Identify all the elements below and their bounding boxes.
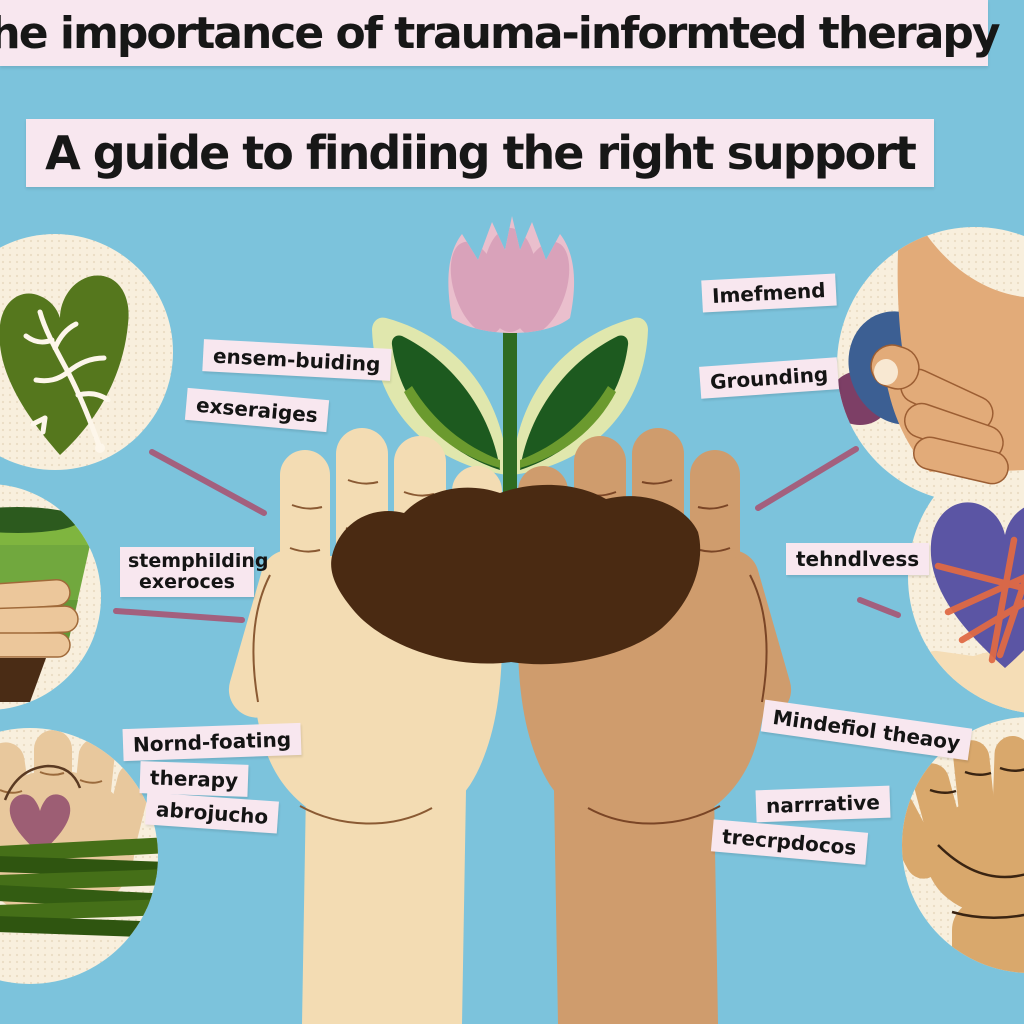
title-line-1: he importance of trauma-informted therap… (0, 0, 1001, 66)
plant-pot-icon (0, 507, 98, 702)
flower-petals-inner (450, 228, 570, 333)
open-palm-icon (902, 736, 1024, 973)
yarn-wraps (0, 837, 158, 938)
label-hand-floating-therapy-1: Nornd-foating (122, 722, 302, 762)
label-strength-building: stemphilding exeroces (120, 547, 268, 597)
title-line-2: A guide to findiing the right support (26, 119, 934, 187)
title-line-1-text: he importance of trauma-informted therap… (0, 7, 1001, 59)
label-strength-building-line2: exeroces (139, 570, 235, 593)
label-narrative: narrrative (755, 785, 891, 823)
title-line-2-text: A guide to findiing the right support (45, 126, 917, 180)
label-hand-floating-therapy-2: therapy (139, 761, 249, 797)
connector-lines (113, 446, 901, 623)
heart-leaf-icon (0, 275, 129, 455)
soil-mound (331, 484, 701, 665)
yarn-wrapped-hand-heart-icon (0, 730, 158, 938)
flower-stem (503, 328, 517, 498)
flower-illustration (372, 216, 648, 498)
label-mindfulness: tehndlvess (786, 543, 930, 575)
label-strength-building-line1: stemphilding (128, 550, 269, 572)
stress-stone-hand-icon (837, 227, 1024, 485)
